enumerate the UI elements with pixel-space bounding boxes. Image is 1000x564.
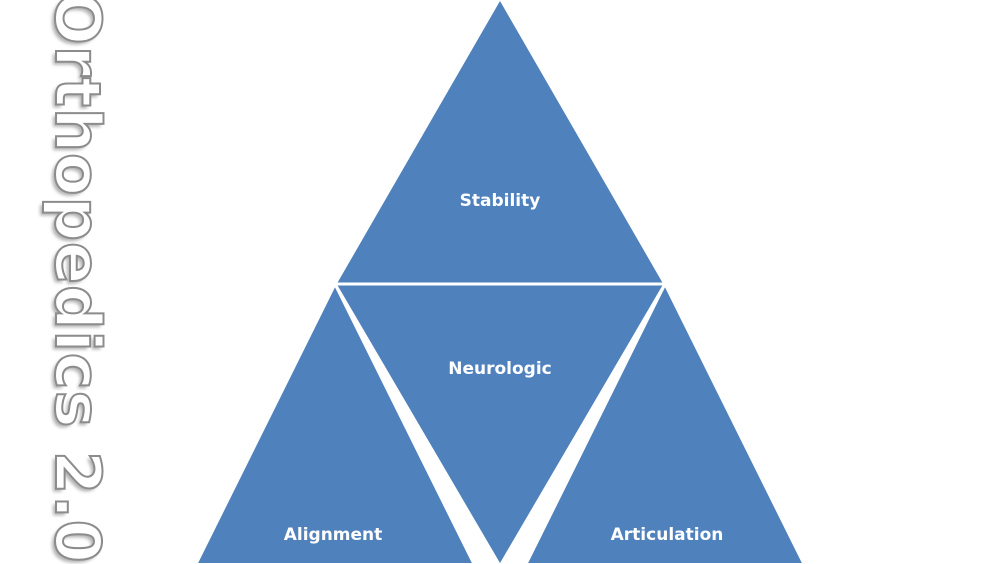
label-stability: Stability (460, 191, 541, 211)
label-articulation: Articulation (611, 525, 724, 545)
segment-stability (332, 0, 668, 286)
segment-neurologic (332, 282, 668, 563)
label-neurologic: Neurologic (448, 359, 552, 379)
segment-alignment (194, 280, 476, 563)
segment-articulation (524, 280, 806, 563)
label-alignment: Alignment (284, 525, 383, 545)
